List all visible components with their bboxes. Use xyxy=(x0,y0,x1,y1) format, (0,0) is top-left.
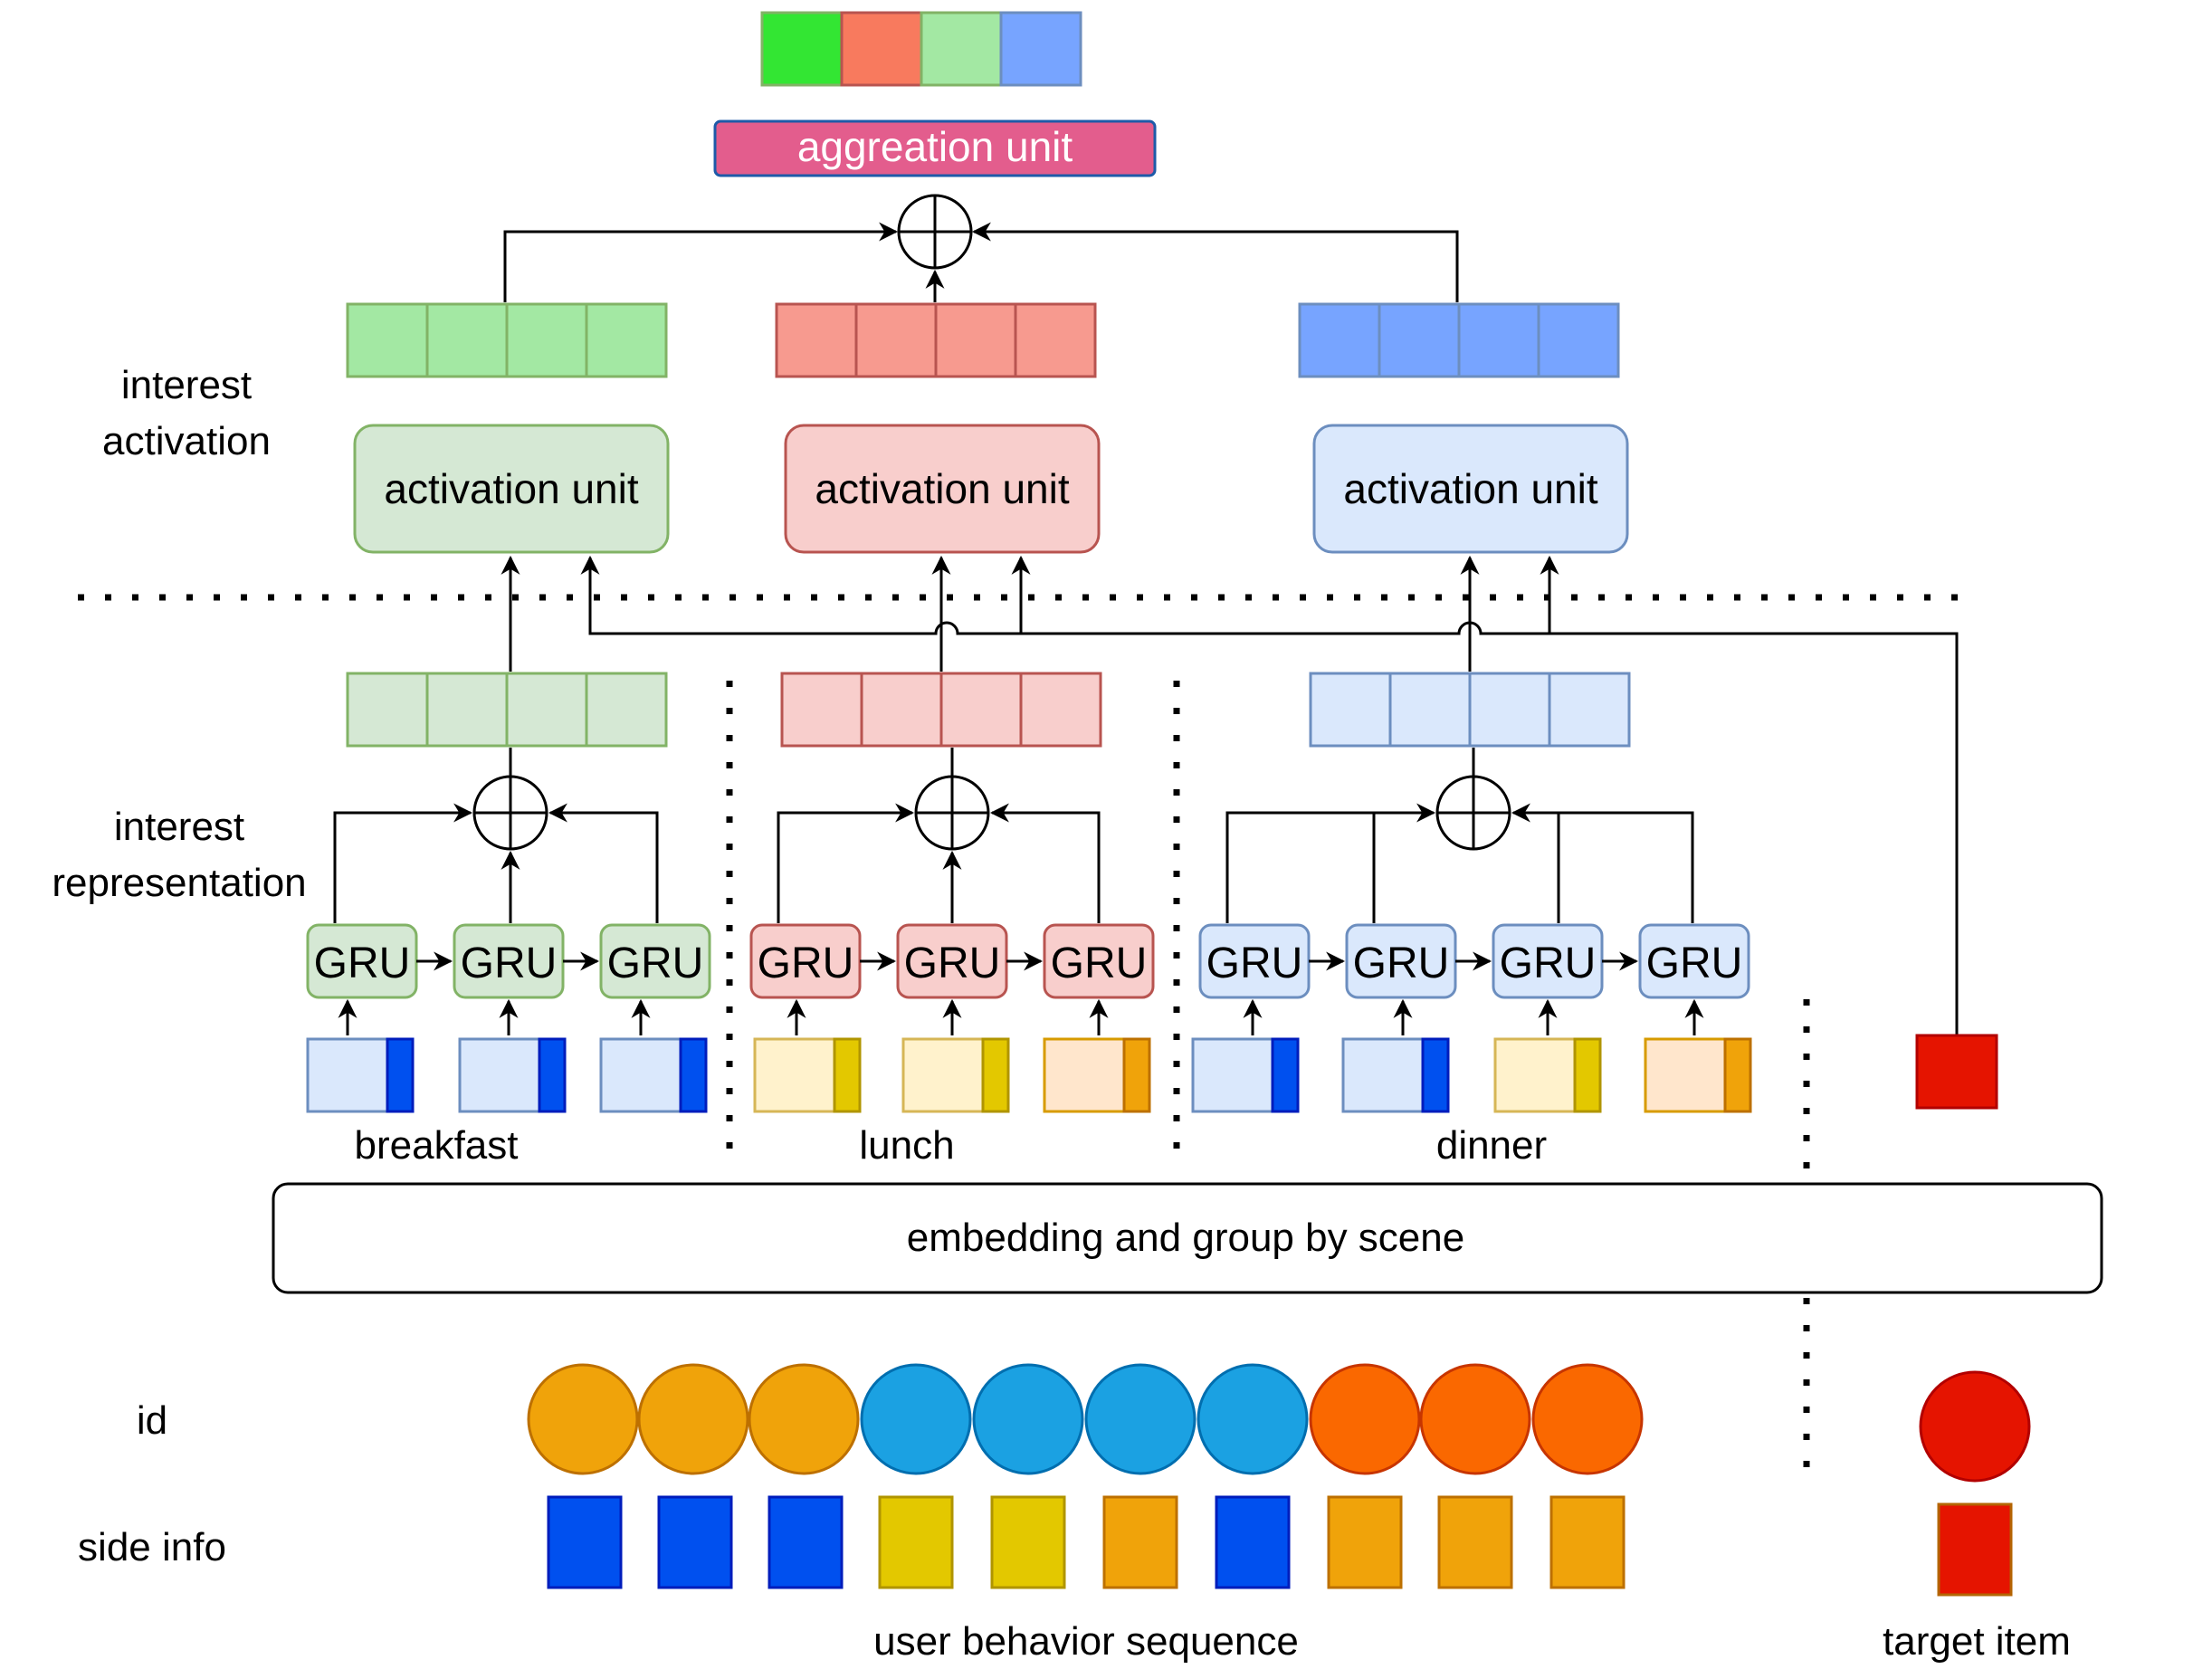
gru-label: GRU xyxy=(758,939,854,987)
aggregation-unit-label: aggreation unit xyxy=(797,123,1073,170)
sum-node-dinner xyxy=(1435,775,1511,851)
gru-label: GRU xyxy=(314,939,411,987)
activation-output-red xyxy=(775,302,1097,378)
representation-to-activation xyxy=(501,555,1480,672)
gru-chain-dinner: GRU GRU GRU GRU xyxy=(1198,923,1750,999)
embedding-group-box: embedding and group by scene xyxy=(272,1182,2103,1294)
target-id xyxy=(1919,1370,2031,1483)
gru-label: GRU xyxy=(1353,939,1450,987)
side-info-row xyxy=(547,1495,1626,1589)
activation-unit-label: activation unit xyxy=(1343,465,1597,512)
gru-label: GRU xyxy=(461,939,558,987)
gru-chain-lunch: GRU GRU GRU xyxy=(749,923,1155,999)
sum-node-breakfast xyxy=(472,775,548,851)
representation-vector-breakfast xyxy=(346,672,668,748)
top-sum-node xyxy=(897,194,973,270)
gru-label: GRU xyxy=(1206,939,1303,987)
scene-label-dinner: dinner xyxy=(1436,1123,1547,1168)
side-info-item xyxy=(657,1495,733,1589)
embedding-tokens-breakfast xyxy=(306,1037,708,1113)
embedding-tokens-dinner xyxy=(1191,1037,1752,1113)
output-cell-red xyxy=(840,11,923,87)
id-row xyxy=(527,1363,1644,1475)
scene-label-lunch: lunch xyxy=(859,1123,954,1168)
gru-label: GRU xyxy=(1051,939,1148,987)
gru-label: GRU xyxy=(607,939,704,987)
side-info-item xyxy=(768,1495,844,1589)
side-info-item xyxy=(1327,1495,1403,1589)
side-info-item xyxy=(1437,1495,1513,1589)
embedding-tokens-lunch xyxy=(753,1037,1151,1113)
output-cell-lightgreen xyxy=(920,11,1003,87)
output-cell-green xyxy=(760,11,844,87)
gru-label: GRU xyxy=(1646,939,1743,987)
id-item xyxy=(748,1363,860,1475)
side-info-item xyxy=(990,1495,1066,1589)
aggregation-unit: aggreation unit xyxy=(713,119,1157,177)
sum-to-representation xyxy=(509,748,1475,777)
user-behavior-sequence-label: user behavior sequence xyxy=(873,1619,1299,1664)
representation-vector-dinner xyxy=(1309,672,1631,748)
side-info-item xyxy=(547,1495,623,1589)
gru-label: GRU xyxy=(904,939,1001,987)
side-info-item xyxy=(1549,1495,1626,1589)
interest-activation-label-line1: interest xyxy=(121,363,252,407)
activation-unit-lunch: activation unit xyxy=(784,424,1101,554)
side-info-item xyxy=(878,1495,954,1589)
side-info-item xyxy=(1215,1495,1291,1589)
target-side-info xyxy=(1937,1502,2013,1597)
activation-unit-label: activation unit xyxy=(384,465,638,512)
representation-vector-lunch xyxy=(780,672,1102,748)
embedding-group-label: embedding and group by scene xyxy=(907,1216,1464,1260)
side-info-item xyxy=(1102,1495,1178,1589)
scene-label-breakfast: breakfast xyxy=(355,1123,519,1168)
gru-to-sum-connectors xyxy=(333,803,1694,923)
activation-output-blue xyxy=(1298,302,1620,378)
activation-unit-dinner: activation unit xyxy=(1312,424,1629,554)
target-item-label: target item xyxy=(1883,1619,2071,1664)
activation-unit-label: activation unit xyxy=(815,465,1069,512)
top-connectors xyxy=(503,222,1459,302)
id-item xyxy=(1084,1363,1197,1475)
embedding-to-gru-arrows xyxy=(338,998,1704,1035)
id-item xyxy=(1531,1363,1644,1475)
gru-chain-breakfast: GRU GRU GRU xyxy=(306,923,711,999)
id-item xyxy=(860,1363,972,1475)
activation-unit-breakfast: activation unit xyxy=(353,424,670,554)
interest-representation-label-line1: interest xyxy=(114,805,244,849)
output-vector xyxy=(760,11,1082,87)
id-item xyxy=(637,1363,749,1475)
id-item xyxy=(1419,1363,1531,1475)
gru-label: GRU xyxy=(1500,939,1597,987)
interest-representation-label-line2: representation xyxy=(52,861,306,905)
id-item xyxy=(1309,1363,1421,1475)
side-info-row-label: side info xyxy=(78,1525,226,1569)
id-item xyxy=(1197,1363,1309,1475)
activation-output-green xyxy=(346,302,668,378)
sum-node-lunch xyxy=(914,775,990,851)
id-item xyxy=(972,1363,1084,1475)
output-cell-blue xyxy=(999,11,1082,87)
id-item xyxy=(527,1363,639,1475)
interest-activation-label-line2: activation xyxy=(102,419,271,463)
id-row-label: id xyxy=(137,1398,167,1443)
target-embedding xyxy=(1915,1034,1998,1110)
